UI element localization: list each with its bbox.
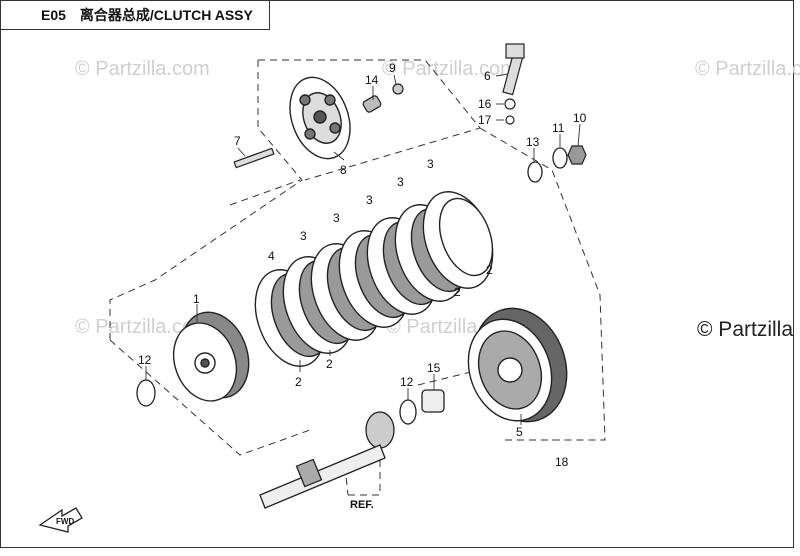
- callout-2: 2: [295, 375, 302, 389]
- spring: [362, 95, 382, 113]
- diagram-header: E05 离合器总成/CLUTCH ASSY: [0, 0, 270, 30]
- callout-2: 2: [326, 357, 333, 371]
- callout-12: 12: [400, 375, 414, 389]
- watermark-dark: © Partzilla: [697, 318, 793, 341]
- watermark: © Partzilla.com: [75, 58, 210, 80]
- callout-6: 6: [484, 69, 491, 83]
- washer: [527, 161, 543, 183]
- clutch-plate-stack: [254, 191, 494, 367]
- callout-5: 5: [516, 425, 523, 439]
- release-lever: [502, 43, 525, 96]
- fwd-arrow-icon: FWD: [38, 507, 83, 533]
- bearing: [365, 411, 395, 449]
- callout-15: 15: [427, 361, 441, 375]
- pressure-plate: [289, 76, 351, 160]
- callout-3: 3: [333, 211, 340, 225]
- callout-13: 13: [526, 135, 540, 149]
- callout-14: 14: [365, 73, 379, 87]
- section-code: E05: [41, 7, 66, 23]
- bushing: [421, 389, 445, 413]
- nut: [567, 145, 587, 165]
- callout-2: 2: [454, 285, 461, 299]
- fwd-label: FWD: [56, 517, 74, 526]
- callout-4: 4: [268, 249, 275, 263]
- callout-8: 8: [340, 163, 347, 177]
- watermark: © Partzilla.com: [695, 58, 800, 80]
- watermark: © Partzilla.com: [382, 58, 517, 80]
- callout-7: 7: [234, 134, 241, 148]
- callout-2: 2: [486, 263, 493, 277]
- callout-12: 12: [138, 353, 152, 367]
- callout-3: 3: [366, 193, 373, 207]
- callout-16: 16: [478, 97, 492, 111]
- ref-label: REF.: [350, 499, 374, 511]
- push-rod: [233, 147, 275, 169]
- clip: [505, 115, 515, 125]
- callout-10: 10: [573, 111, 587, 125]
- clutch-hub: [172, 311, 250, 402]
- diagram-frame: [0, 0, 794, 548]
- thrust-washer: [136, 379, 156, 407]
- callout-18: 18: [555, 455, 569, 469]
- main-shaft: [259, 444, 386, 509]
- bolt: [392, 83, 404, 95]
- callout-9: 9: [389, 61, 396, 75]
- o-ring: [504, 98, 516, 110]
- callout-3: 3: [397, 175, 404, 189]
- section-title: 离合器总成/CLUTCH ASSY: [79, 7, 253, 23]
- washer: [399, 399, 417, 425]
- watermark: © Partzilla.com: [75, 316, 210, 338]
- callout-1: 1: [193, 292, 200, 306]
- callout-3: 3: [427, 157, 434, 171]
- callout-11: 11: [552, 121, 565, 135]
- callout-17: 17: [478, 113, 492, 127]
- lock-washer: [552, 147, 568, 169]
- clutch-housing: [467, 307, 568, 423]
- callout-3: 3: [300, 229, 307, 243]
